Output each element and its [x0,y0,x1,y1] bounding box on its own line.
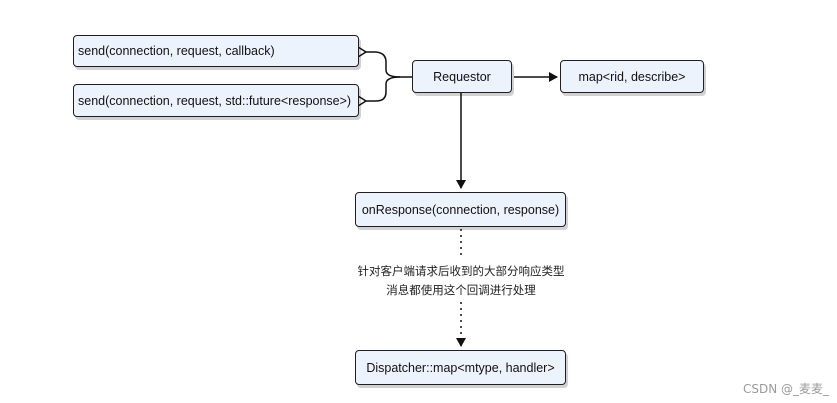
map-rid-label: map<rid, describe> [578,69,686,84]
send-callback-node: send(connection, request, callback) [73,35,359,67]
note-line-1: 针对客户端请求后收到的大部分响应类型 [357,264,565,278]
on-response-node: onResponse(connection, response) [355,192,566,227]
brace-connector [366,52,412,78]
annotation-note: 针对客户端请求后收到的大部分响应类型 消息都使用这个回调进行处理 [330,262,592,300]
send-callback-label: send(connection, request, callback) [78,44,275,58]
requestor-label: Requestor [433,69,491,84]
map-rid-node: map<rid, describe> [560,60,704,93]
dispatcher-label: Dispatcher::map<mtype, handler> [366,360,555,375]
on-response-label: onResponse(connection, response) [361,202,560,217]
requestor-node: Requestor [412,60,512,93]
send-future-node: send(connection, request, std::future<re… [73,84,359,117]
note-line-2: 消息都使用这个回调进行处理 [386,283,536,297]
watermark: CSDN @_麦麦_ [742,382,829,396]
send-future-label: send(connection, request, std::future<re… [78,93,352,108]
dispatcher-node: Dispatcher::map<mtype, handler> [355,350,566,385]
